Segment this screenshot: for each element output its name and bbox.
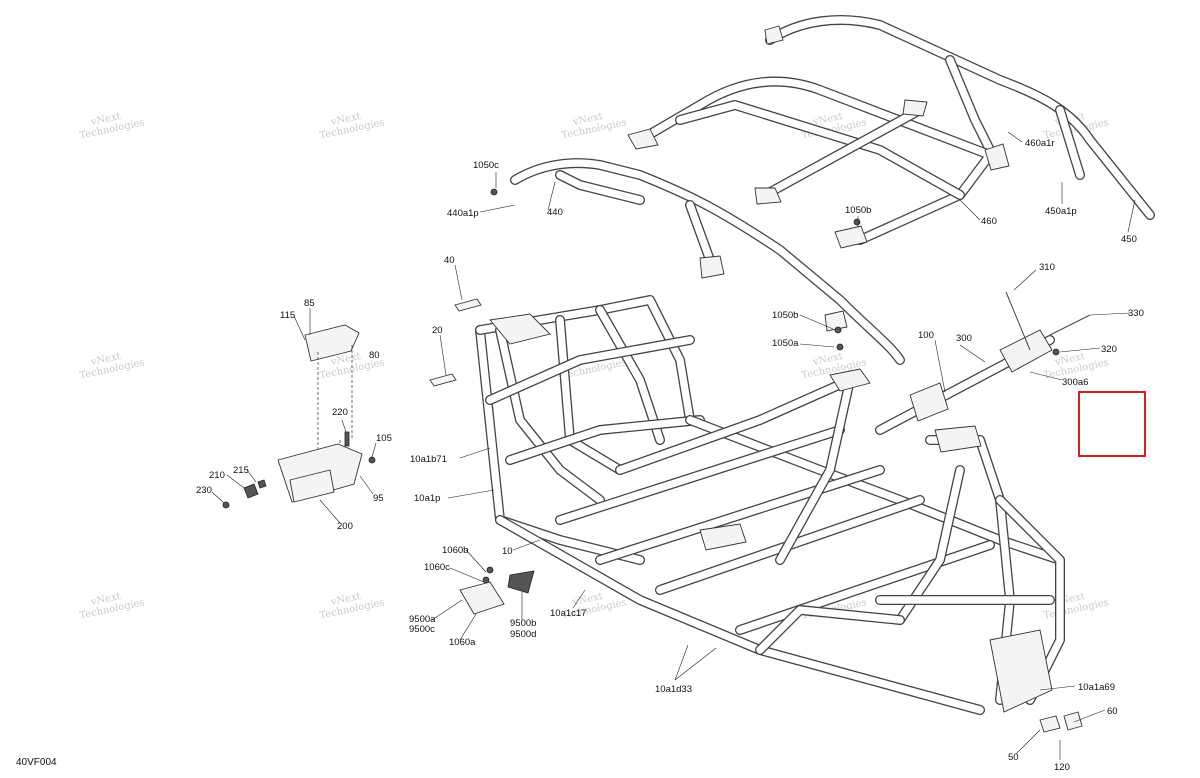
- callout-440a1p: 440a1p: [447, 208, 479, 219]
- callout-9500a: 9500a: [409, 614, 436, 625]
- callout-50: 50: [1008, 752, 1019, 763]
- callout-220: 220: [332, 407, 348, 418]
- small-parts: [429, 188, 1083, 733]
- callout-1050c: 1050c: [473, 160, 499, 171]
- callout-215: 215: [233, 465, 249, 476]
- callout-85: 85: [304, 298, 315, 309]
- callout-1060a: 1060a: [449, 637, 476, 648]
- steering-column: [875, 291, 1091, 435]
- callout-95: 95: [373, 493, 384, 504]
- callout-105: 105: [376, 433, 392, 444]
- callout-10a1b71: 10a1b71: [410, 454, 447, 465]
- callout-labels: 1050c 440a1p 440 1050b 460 460a1r 450a1p…: [196, 138, 1144, 773]
- callout-1050b: 1050b: [772, 310, 798, 321]
- callout-100: 100: [918, 330, 934, 341]
- roll-cage-roof: [510, 15, 1155, 365]
- callout-460: 460: [981, 216, 997, 227]
- callout-9500c: 9500c: [409, 624, 435, 635]
- callout-1060b: 1060b: [442, 545, 468, 556]
- callout-1050b-top: 1050b: [845, 205, 871, 216]
- callout-115: 115: [280, 310, 295, 321]
- callout-310: 310: [1039, 262, 1055, 273]
- callout-1050a: 1050a: [772, 338, 799, 349]
- callout-9500b: 9500b: [510, 618, 536, 629]
- figure-code: 40VF004: [16, 757, 57, 768]
- callout-450: 450: [1121, 234, 1137, 245]
- callout-200: 200: [337, 521, 353, 532]
- callout-230: 230: [196, 485, 212, 496]
- callout-1060c: 1060c: [424, 562, 450, 573]
- bracket-assembly: [222, 324, 376, 509]
- callout-10: 10: [502, 546, 513, 557]
- callout-40: 40: [444, 255, 455, 266]
- callout-9500d: 9500d: [510, 629, 536, 640]
- callout-300: 300: [956, 333, 972, 344]
- callout-450a1p: 450a1p: [1045, 206, 1077, 217]
- callout-210: 210: [209, 470, 225, 481]
- callout-20: 20: [432, 325, 443, 336]
- callout-80: 80: [369, 350, 380, 361]
- callout-120: 120: [1054, 762, 1070, 773]
- callout-320: 320: [1101, 344, 1117, 355]
- callout-60: 60: [1107, 706, 1118, 717]
- selection-highlight-box: [1078, 391, 1146, 457]
- callout-300a6: 300a6: [1062, 377, 1088, 388]
- callout-330: 330: [1128, 308, 1144, 319]
- callout-440: 440: [547, 207, 563, 218]
- callout-10a1a69: 10a1a69: [1078, 682, 1115, 693]
- callout-10a1p: 10a1p: [414, 493, 440, 504]
- callout-460a1r: 460a1r: [1025, 138, 1055, 149]
- main-frame: [475, 295, 1065, 715]
- callout-10a1c17: 10a1c17: [550, 608, 586, 619]
- leader-lines: [211, 131, 1136, 760]
- callout-10a1d33: 10a1d33: [655, 684, 692, 695]
